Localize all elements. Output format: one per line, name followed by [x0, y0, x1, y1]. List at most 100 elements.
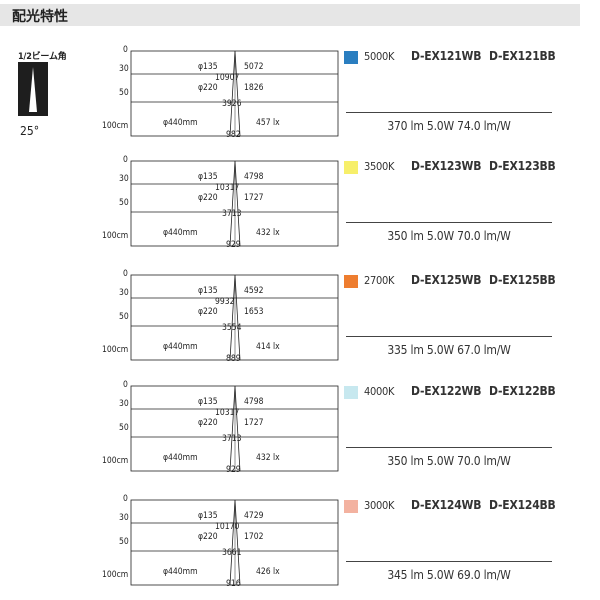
distance-0: 0 [123, 45, 128, 55]
distance-50: 50 [119, 88, 129, 98]
color-swatch [344, 51, 358, 64]
center-lux-100: 982 [226, 130, 241, 140]
diameter-30: φ135 [198, 286, 218, 296]
light-distribution-panel-1: 0 30 50 100cm φ135 5072 10907 φ220 1826 … [0, 45, 600, 150]
center-lux-50: 3554 [222, 323, 242, 333]
distance-100: 100cm [102, 570, 129, 580]
distance-0: 0 [123, 380, 128, 390]
center-lux-50: 3713 [222, 209, 242, 219]
lux-100: 432 lx [256, 453, 280, 463]
light-distribution-panel-5: 0 30 50 100cm φ135 4729 10170 φ220 1702 … [0, 494, 600, 599]
spec-divider [346, 112, 552, 113]
section-header: 配光特性 [0, 4, 580, 26]
model-bb: D-EX124BB [489, 498, 556, 512]
beam-angle-label: 1/2ビーム角 [18, 52, 67, 62]
lux-100: 414 lx [256, 342, 280, 352]
diameter-100: φ440mm [163, 342, 198, 352]
diameter-100: φ440mm [163, 453, 198, 463]
distance-100: 100cm [102, 456, 129, 466]
lux-30: 4798 [244, 397, 264, 407]
center-lux-30: 10907 [215, 73, 240, 83]
color-swatch [344, 275, 358, 288]
lux-100: 426 lx [256, 567, 280, 577]
spec-text: 345 lm 5.0W 69.0 lm/W [387, 568, 511, 582]
diameter-100: φ440mm [163, 567, 198, 577]
lux-100: 432 lx [256, 228, 280, 238]
center-lux-50: 3713 [222, 434, 242, 444]
model-wb: D-EX121WB [411, 49, 482, 63]
lux-50: 1653 [244, 307, 264, 317]
distance-30: 30 [119, 288, 129, 298]
lux-50: 1826 [244, 83, 264, 93]
distribution-diagram [130, 385, 339, 472]
diameter-50: φ220 [198, 193, 218, 203]
center-lux-50: 3661 [222, 548, 242, 558]
model-wb: D-EX124WB [411, 498, 482, 512]
center-lux-50: 3926 [222, 99, 242, 109]
color-temperature: 4000K [364, 385, 395, 398]
distance-50: 50 [119, 312, 129, 322]
lux-30: 5072 [244, 62, 264, 72]
diameter-50: φ220 [198, 418, 218, 428]
distance-30: 30 [119, 399, 129, 409]
distribution-diagram [130, 50, 339, 137]
beam-cone-icon [18, 62, 48, 116]
distribution-diagram [130, 274, 339, 361]
color-swatch [344, 386, 358, 399]
light-distribution-panel-4: 0 30 50 100cm φ135 4798 10317 φ220 1727 … [0, 380, 600, 485]
diameter-100: φ440mm [163, 228, 198, 238]
spec-divider [346, 561, 552, 562]
spec-divider [346, 222, 552, 223]
distance-50: 50 [119, 423, 129, 433]
model-bb: D-EX125BB [489, 273, 556, 287]
diameter-30: φ135 [198, 62, 218, 72]
center-lux-30: 10317 [215, 408, 240, 418]
distance-30: 30 [119, 64, 129, 74]
model-bb: D-EX123BB [489, 159, 556, 173]
color-temperature: 2700K [364, 274, 395, 287]
light-distribution-panel-3: 0 30 50 100cm φ135 4592 9932 φ220 1653 3… [0, 269, 600, 374]
spec-text: 370 lm 5.0W 74.0 lm/W [387, 119, 511, 133]
center-lux-100: 929 [226, 465, 241, 475]
diameter-30: φ135 [198, 172, 218, 182]
center-lux-100: 916 [226, 579, 241, 589]
color-temperature: 3000K [364, 499, 395, 512]
spec-text: 350 lm 5.0W 70.0 lm/W [387, 229, 511, 243]
distribution-diagram [130, 499, 339, 586]
center-lux-100: 889 [226, 354, 241, 364]
color-swatch [344, 500, 358, 513]
distance-30: 30 [119, 174, 129, 184]
beam-angle-value: 25° [20, 124, 40, 138]
model-wb: D-EX123WB [411, 159, 482, 173]
center-lux-30: 10317 [215, 183, 240, 193]
color-temperature: 3500K [364, 160, 395, 173]
model-wb: D-EX125WB [411, 273, 482, 287]
spec-text: 350 lm 5.0W 70.0 lm/W [387, 454, 511, 468]
lux-50: 1727 [244, 193, 264, 203]
light-distribution-panel-2: 0 30 50 100cm φ135 4798 10317 φ220 1727 … [0, 155, 600, 260]
lux-50: 1727 [244, 418, 264, 428]
diameter-50: φ220 [198, 307, 218, 317]
lux-30: 4729 [244, 511, 264, 521]
diameter-50: φ220 [198, 83, 218, 93]
diameter-50: φ220 [198, 532, 218, 542]
lux-100: 457 lx [256, 118, 280, 128]
center-lux-100: 929 [226, 240, 241, 250]
center-lux-30: 10170 [215, 522, 240, 532]
diameter-30: φ135 [198, 397, 218, 407]
spec-divider [346, 336, 552, 337]
distance-50: 50 [119, 537, 129, 547]
distribution-diagram [130, 160, 339, 247]
distance-0: 0 [123, 155, 128, 165]
distance-100: 100cm [102, 345, 129, 355]
distance-30: 30 [119, 513, 129, 523]
lux-30: 4798 [244, 172, 264, 182]
spec-divider [346, 447, 552, 448]
section-title: 配光特性 [12, 9, 68, 25]
diameter-30: φ135 [198, 511, 218, 521]
lux-30: 4592 [244, 286, 264, 296]
lux-50: 1702 [244, 532, 264, 542]
color-swatch [344, 161, 358, 174]
center-lux-30: 9932 [215, 297, 235, 307]
distance-100: 100cm [102, 121, 129, 131]
